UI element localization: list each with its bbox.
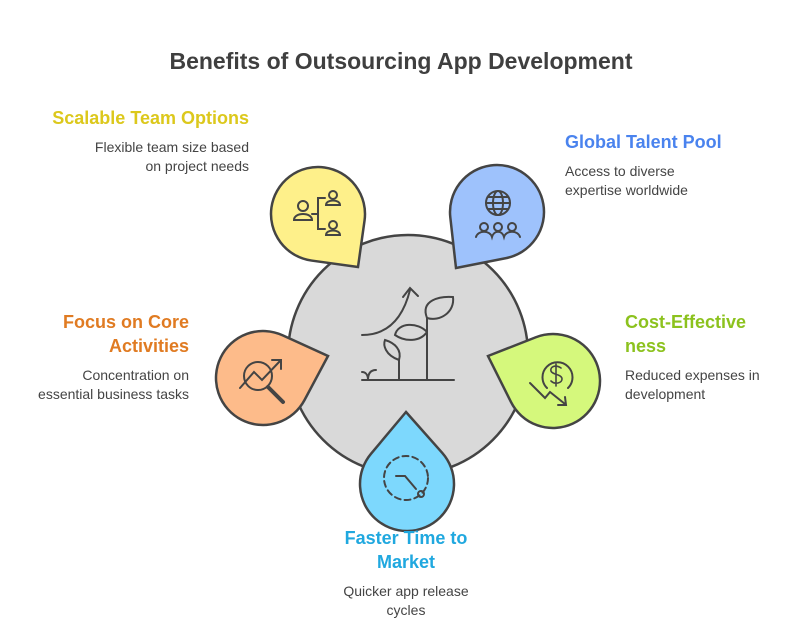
dollar-down-icon [529, 361, 574, 406]
benefit-title: Cost-Effectiveness [625, 312, 747, 356]
benefit-global-talent: Global Talent Pool Access to diverse exp… [565, 130, 765, 200]
benefit-title: Global Talent Pool [565, 132, 722, 152]
benefit-description: Flexible team size based on project need… [94, 139, 249, 174]
benefit-cost-effectiveness: Cost-Effectiveness Reduced expenses in d… [625, 310, 775, 404]
benefit-title: Faster Time to Market [344, 528, 468, 572]
benefit-description: Reduced expenses in development [625, 367, 760, 402]
benefit-title: Focus on Core Activities [62, 312, 189, 356]
benefit-description: Quicker app release cycles [343, 583, 469, 618]
benefit-scalable-team: Scalable Team Options Flexible team size… [29, 106, 249, 176]
globe-people-icon [475, 190, 521, 241]
timer-icon [383, 455, 429, 501]
benefit-description: Access to diverse expertise worldwide [565, 163, 688, 198]
team-hierarchy-icon [292, 190, 342, 236]
analytics-search-icon [239, 359, 285, 404]
plant-growth-icon [361, 286, 455, 381]
benefit-description: Concentration on essential business task… [38, 367, 189, 402]
diagram-title: Benefits of Outsourcing App Development [169, 48, 633, 74]
benefit-title: Scalable Team Options [52, 108, 249, 128]
benefit-faster-time: Faster Time to Market Quicker app releas… [326, 526, 486, 620]
drop-cost-effectiveness [486, 332, 602, 430]
benefit-focus-core: Focus on Core Activities Concentration o… [0, 310, 189, 404]
drop-global-talent [448, 163, 546, 270]
drop-faster-time [358, 410, 456, 533]
